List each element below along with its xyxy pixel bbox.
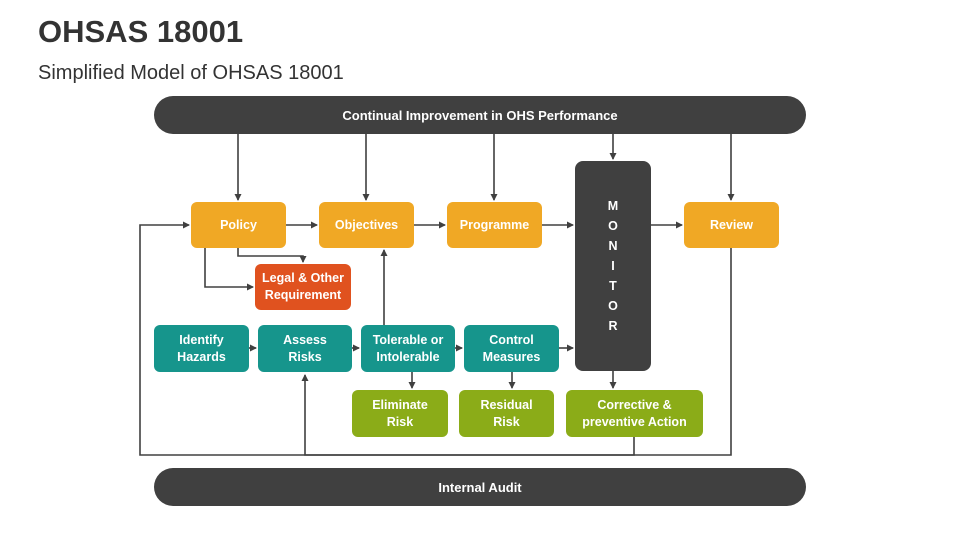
arrow-review-to-policy [139, 221, 732, 456]
arrow-policy-to-legal-1 [237, 248, 307, 263]
monitor-letter: T [609, 279, 617, 293]
eliminate-risk-box: Eliminate Risk [352, 390, 448, 437]
monitor-letter: M [607, 199, 619, 213]
corrective-action-box: Corrective & preventive Action [566, 390, 703, 437]
legal-requirement-box: Legal & Other Requirement [255, 264, 351, 310]
tolerable-intolerable-box: Tolerable or Intolerable [361, 325, 455, 372]
objectives-box: Objectives [319, 202, 414, 248]
page-subtitle: Simplified Model of OHSAS 18001 [38, 62, 344, 84]
monitor-letter: N [608, 239, 618, 253]
control-measures-box: Control Measures [464, 325, 559, 372]
monitor-letter: R [608, 319, 618, 333]
continual-improvement-bar: Continual Improvement in OHS Performance [154, 96, 806, 134]
monitor-letter: O [608, 219, 618, 233]
page-title: OHSAS 18001 [38, 14, 244, 49]
monitor-box: M O N I T O R [575, 161, 651, 371]
programme-box: Programme [447, 202, 542, 248]
arrow-policy-to-legal-2 [204, 248, 254, 291]
identify-hazards-box: Identify Hazards [154, 325, 249, 372]
monitor-letter: O [608, 299, 618, 313]
review-box: Review [684, 202, 779, 248]
monitor-letter: I [611, 259, 615, 273]
policy-box: Policy [191, 202, 286, 248]
assess-risks-box: Assess Risks [258, 325, 352, 372]
internal-audit-bar: Internal Audit [154, 468, 806, 506]
residual-risk-box: Residual Risk [459, 390, 554, 437]
